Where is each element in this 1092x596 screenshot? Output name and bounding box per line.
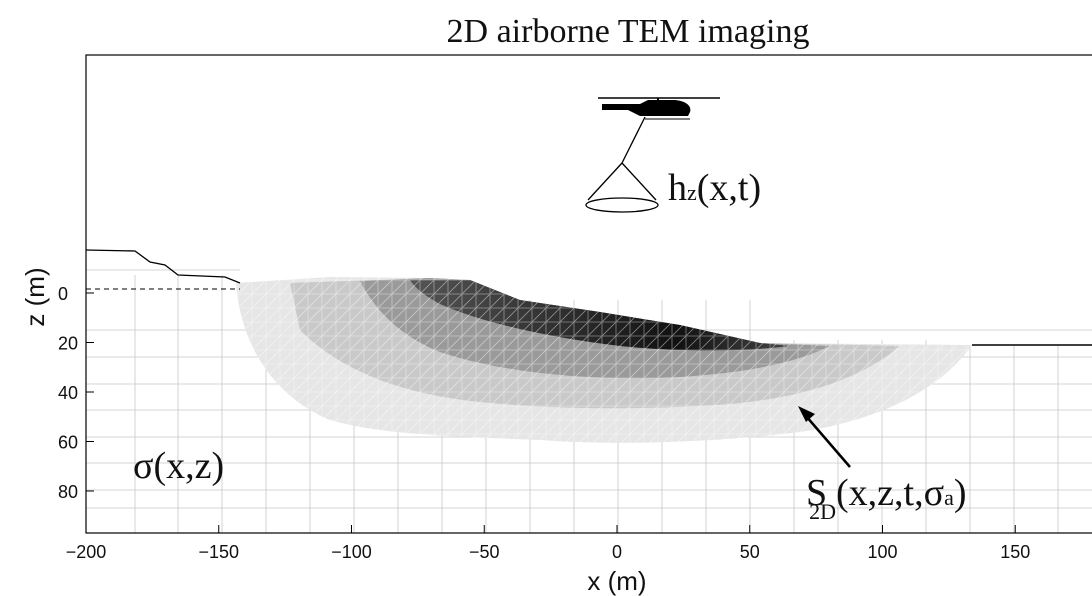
x-axis-label: x (m)	[587, 566, 646, 596]
x-tick-label: −150	[198, 542, 239, 562]
y-tick-label: 20	[58, 334, 78, 354]
sensitivity-region	[236, 277, 972, 443]
x-axis-ticks: −200 −150 −100 −50 0 50 100 150	[66, 525, 1030, 562]
figure-title: 2D airborne TEM imaging	[447, 13, 810, 50]
topography-line	[86, 249, 241, 284]
y-tick-label: 40	[58, 383, 78, 403]
sensitivity-arrow	[798, 406, 851, 468]
receiver-label: hz(x,t)	[668, 167, 761, 209]
x-tick-label: 0	[612, 542, 622, 562]
x-tick-label: −100	[331, 542, 372, 562]
transmitter-loop-icon	[585, 116, 659, 213]
x-tick-label: −200	[66, 542, 107, 562]
y-axis-ticks: 0 20 40 60 80	[58, 284, 94, 502]
plot-frame	[85, 54, 1092, 534]
plot-area	[86, 249, 1092, 533]
sensitivity-mesh	[236, 277, 972, 443]
x-tick-label: −50	[469, 542, 500, 562]
y-tick-label: 60	[58, 433, 78, 453]
y-tick-label: 0	[58, 284, 68, 304]
x-tick-label: 100	[867, 542, 897, 562]
x-tick-label: 50	[740, 542, 760, 562]
conductivity-label: σ(x,z)	[133, 445, 224, 487]
y-tick-label: 80	[58, 482, 78, 502]
helicopter-icon	[598, 97, 720, 120]
y-axis-label: z (m)	[20, 267, 50, 326]
sensitivity-label: S2D(x,z,t,σa)	[806, 472, 967, 524]
x-tick-label: 150	[1000, 542, 1030, 562]
